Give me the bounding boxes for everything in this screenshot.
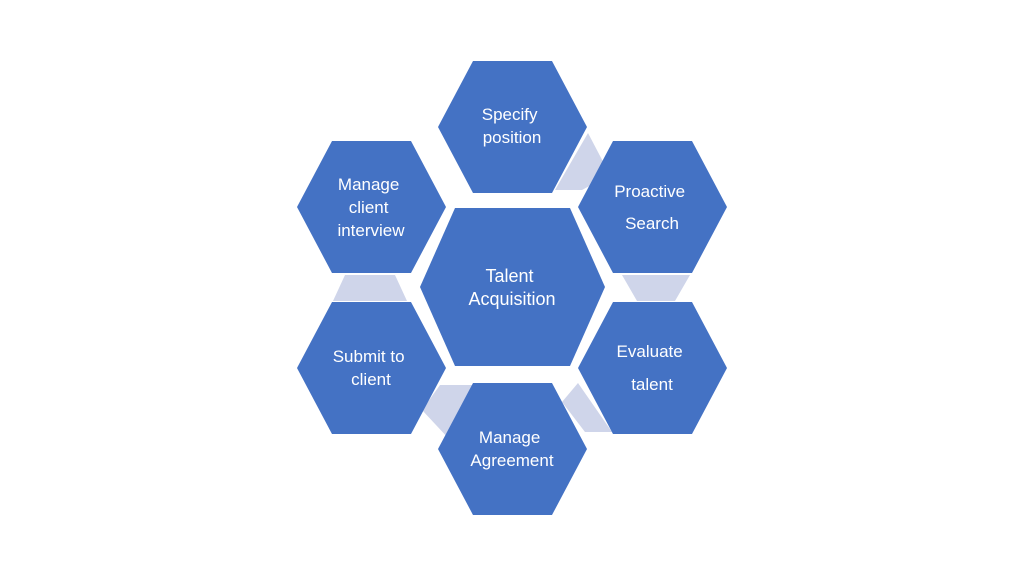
labels: Talent Acquisition Specify position Proa… <box>333 105 690 470</box>
step-label-line: Manage <box>479 428 540 447</box>
hexagon-proactive-search <box>578 141 727 273</box>
hexagon-center <box>420 208 605 366</box>
connector-submit-interview <box>333 275 407 301</box>
step-label-evaluate-talent: Evaluate talent <box>617 342 688 394</box>
center-label-line: Acquisition <box>468 289 555 309</box>
step-label-manage-client-interview: Manage client interview <box>337 175 405 240</box>
hexagon-manage-agreement <box>438 383 587 515</box>
center-label-line: Talent <box>485 266 533 286</box>
connector-agreement-submit <box>422 385 478 440</box>
center-label: Talent Acquisition <box>468 266 555 309</box>
step-label-line: position <box>483 128 542 147</box>
hexagons <box>297 61 727 515</box>
step-label-line: Submit to <box>333 347 405 366</box>
step-label-line: Agreement <box>470 451 553 470</box>
step-label-line: talent <box>631 375 673 394</box>
step-label-line: Specify <box>482 105 538 124</box>
step-label-proactive-search: Proactive Search <box>614 182 690 233</box>
connector-evaluate-agreement <box>562 383 612 432</box>
connector-proactive-evaluate <box>622 275 690 301</box>
step-label-line: Proactive <box>614 182 685 201</box>
hexagon-manage-client-interview <box>297 141 446 273</box>
step-label-line: client <box>349 198 389 217</box>
step-label-submit-to-client: Submit to client <box>333 347 410 389</box>
step-label-line: client <box>351 370 391 389</box>
step-label-line: Evaluate <box>617 342 683 361</box>
step-label-line: Manage <box>338 175 399 194</box>
step-label-line: Search <box>625 214 679 233</box>
step-label-manage-agreement: Manage Agreement <box>470 428 553 470</box>
step-label-line: interview <box>337 221 405 240</box>
hexagon-evaluate-talent <box>578 302 727 434</box>
step-label-specify-position: Specify position <box>482 105 542 147</box>
hexagon-specify-position <box>438 61 587 193</box>
hexagon-submit-to-client <box>297 302 446 434</box>
